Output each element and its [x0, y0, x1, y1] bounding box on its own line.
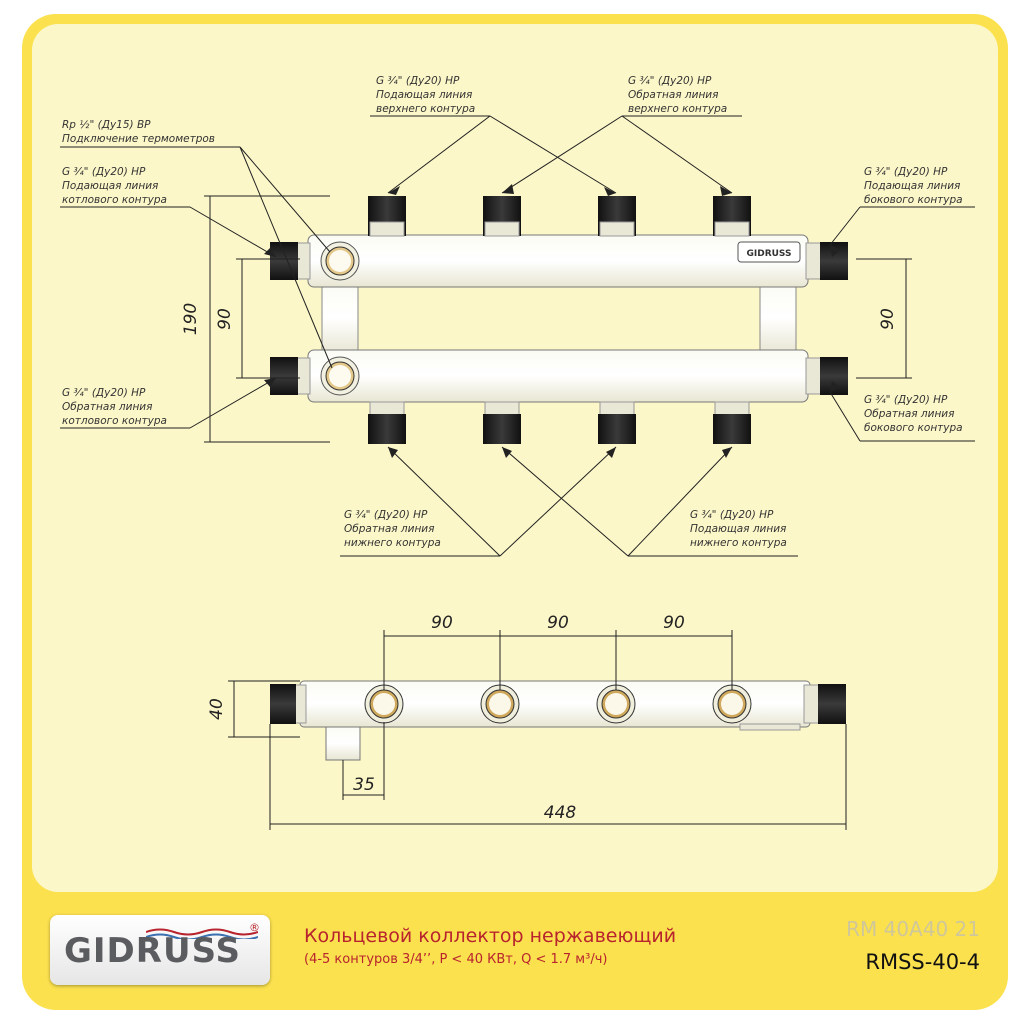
- top-view: [270, 680, 846, 761]
- dim-height-190: 190: [181, 303, 201, 335]
- boiler-supply-label-3: котлового контура: [62, 194, 167, 206]
- upper-return-label-1: G ¾" (Ду20) НР: [628, 75, 712, 87]
- boiler-return-label-3: котлового контура: [62, 415, 167, 427]
- dim-width-40: 40: [207, 698, 227, 720]
- product-subtitle: (4-5 контуров 3/4’’, P < 40 КВт, Q < 1.7…: [304, 952, 608, 967]
- side-return-label-2: Обратная линия: [864, 408, 954, 420]
- front-dimensions: [204, 195, 912, 443]
- side-supply-label-2: Подающая линия: [864, 180, 960, 192]
- boiler-return-label-1: G ¾" (Ду20) НР: [62, 387, 146, 399]
- top-dimensions: [228, 630, 847, 830]
- lower-header-tube: [307, 349, 809, 403]
- thermo-label-2: Подключение термометров: [62, 133, 215, 145]
- boiler-supply-label-2: Подающая линия: [62, 180, 158, 192]
- lower-supply-label-2: Подающая линия: [690, 523, 786, 535]
- top-outlets: [364, 684, 752, 724]
- brand-logo-text: GIDRUSS: [64, 931, 242, 971]
- side-supply-label-3: бокового контура: [864, 194, 963, 206]
- front-view: GIDRUSS: [270, 196, 848, 444]
- lower-supply-label-1: G ¾" (Ду20) НР: [690, 509, 774, 521]
- boiler-supply-port: [270, 242, 298, 280]
- boiler-return-label-2: Обратная линия: [62, 401, 152, 413]
- upper-supply-label-2: Подающая линия: [376, 89, 472, 101]
- upper-outlets: [368, 196, 751, 237]
- waves-icon: [146, 928, 258, 939]
- leader-lines: [60, 115, 975, 557]
- dim-length-448: 448: [544, 803, 577, 823]
- dim-pitch-1: 90: [431, 613, 453, 633]
- dim-right-90: 90: [878, 308, 898, 330]
- lower-return-label-3: нижнего контура: [344, 537, 441, 549]
- footer: GIDRUSS ® Кольцевой коллектор нержавеющи…: [22, 895, 1008, 1010]
- arrowheads: [264, 184, 840, 458]
- body-logo: GIDRUSS: [746, 249, 791, 259]
- side-return-label-1: G ¾" (Ду20) НР: [864, 394, 948, 406]
- model-code-secondary: RM 40A40 21: [846, 917, 980, 941]
- lower-supply-label-3: нижнего контура: [690, 537, 787, 549]
- boiler-return-port: [270, 357, 298, 395]
- lower-return-label-2: Обратная линия: [344, 523, 434, 535]
- registered-mark: ®: [249, 921, 260, 934]
- dim-offset-35: 35: [353, 775, 375, 795]
- boiler-supply-label-1: G ¾" (Ду20) НР: [62, 166, 146, 178]
- lower-return-label-1: G ¾" (Ду20) НР: [344, 509, 428, 521]
- upper-supply-label-1: G ¾" (Ду20) НР: [376, 75, 460, 87]
- thermo-stub: [325, 725, 361, 761]
- upper-return-label-3: верхнего контура: [628, 103, 727, 115]
- upper-supply-label-3: верхнего контура: [376, 103, 475, 115]
- dim-left-90: 90: [215, 308, 235, 330]
- side-return-label-3: бокового контура: [864, 422, 963, 434]
- side-supply-label-1: G ¾" (Ду20) НР: [864, 166, 948, 178]
- product-title: Кольцевой коллектор нержавеющий: [304, 925, 677, 947]
- upper-return-label-2: Обратная линия: [628, 89, 718, 101]
- thermo-label-1: Rp ½" (Ду15) ВР: [62, 119, 151, 131]
- upper-header-tube: [307, 234, 809, 288]
- dim-pitch-3: 90: [663, 613, 685, 633]
- top-right-port: [818, 684, 846, 724]
- top-left-port: [270, 684, 296, 724]
- right-connector-tube: [759, 281, 797, 355]
- callout-labels: Rp ½" (Ду15) ВР Подключение термометров …: [62, 75, 963, 549]
- lower-outlets: [368, 401, 751, 444]
- left-connector-tube: [321, 281, 359, 355]
- model-code-primary: RMSS-40-4: [865, 950, 980, 974]
- brand-logo: GIDRUSS ®: [50, 915, 270, 985]
- dim-pitch-2: 90: [547, 613, 569, 633]
